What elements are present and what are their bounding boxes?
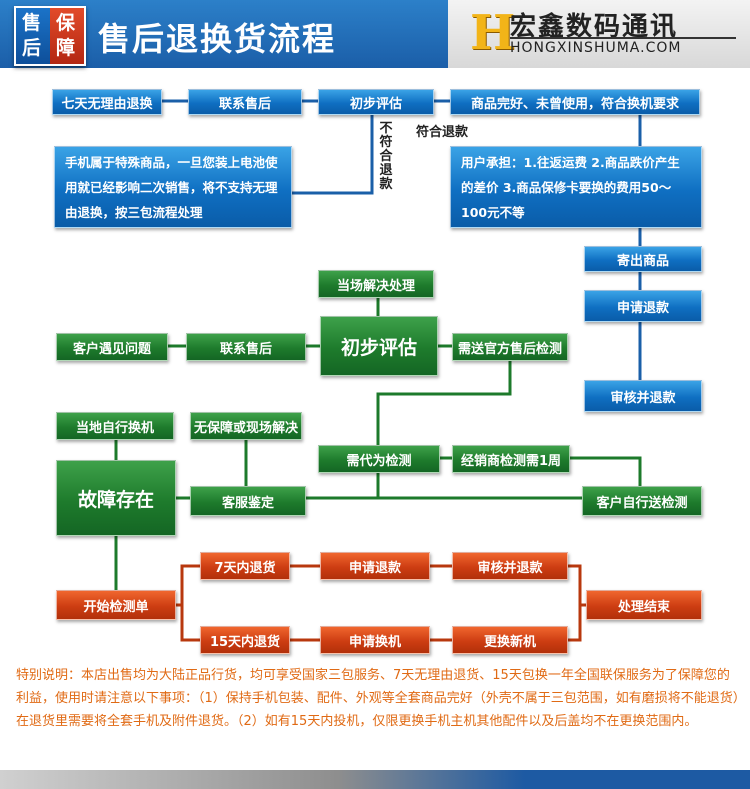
dealer-check-step: 经销商检测需1周 xyxy=(452,445,570,473)
need-proxy-check-step: 需代为检测 xyxy=(318,445,440,473)
customer-problem-step: 客户遇见问题 xyxy=(56,333,168,361)
apply-refund-step: 申请退款 xyxy=(584,290,702,322)
logo-english-name: HONGXINSHUMA.COM xyxy=(510,40,682,56)
send-goods-step: 寄出商品 xyxy=(584,246,702,272)
badge-char: 售 xyxy=(22,12,42,34)
special-product-note: 手机属于特殊商品，一旦您装上电池使用就已经影响二次销售，将不支持无理由退换，按三… xyxy=(54,146,292,228)
finish-step: 处理结束 xyxy=(586,590,702,620)
bottom-review-refund-step: 审核并退款 xyxy=(452,552,568,580)
user-costs-note: 用户承担：1.往返运费 2.商品跌价产生的差价 3.商品保修卡要换的费用50～1… xyxy=(450,146,702,228)
initial-eval-step: 初步评估 xyxy=(318,89,434,115)
store-logo: H 宏鑫数码通讯 HONGXINSHUMA.COM xyxy=(448,0,750,68)
start-check-step: 开始检测单 xyxy=(56,590,176,620)
logo-divider xyxy=(510,37,736,39)
mid-contact-support-step: 联系售后 xyxy=(186,333,306,361)
seven-day-return-step: 七天无理由退换 xyxy=(52,89,162,115)
review-refund-step: 审核并退款 xyxy=(584,380,702,412)
local-exchange-step: 当地自行换机 xyxy=(56,412,174,440)
contact-support-step: 联系售后 xyxy=(188,89,302,115)
badge-char: 障 xyxy=(56,37,76,59)
service-badge: 售 保 后 障 xyxy=(14,6,86,66)
bottom-apply-refund-step: 申请退款 xyxy=(320,552,430,580)
logo-mark: H xyxy=(470,5,516,61)
official-check-step: 需送官方售后检测 xyxy=(452,333,568,361)
special-note-text: 特别说明：本店出售均为大陆正品行货，均可享受国家三包服务、7天无理由退货、15天… xyxy=(16,668,740,729)
mid-initial-eval-step: 初步评估 xyxy=(320,316,438,376)
apply-exchange-step: 申请换机 xyxy=(320,626,430,654)
badge-char: 后 xyxy=(22,37,42,59)
badge-char: 保 xyxy=(56,12,76,34)
page-title: 售后退换货流程 xyxy=(98,20,337,58)
page-header: 售 保 后 障 售后退换货流程 H 宏鑫数码通讯 HONGXINSHUMA.CO… xyxy=(0,0,750,68)
not-qualified-label: 不符合退款 xyxy=(379,121,393,192)
return-15-days-step: 15天内退货 xyxy=(200,626,290,654)
no-warranty-step: 无保障或现场解决 xyxy=(190,412,302,440)
on-site-resolve-step: 当场解决处理 xyxy=(318,270,434,298)
service-check-step: 客服鉴定 xyxy=(190,486,306,516)
customer-send-check-step: 客户自行送检测 xyxy=(582,486,702,516)
condition-step: 商品完好、未曾使用，符合换机要求 xyxy=(450,89,700,115)
footer-bar xyxy=(0,770,750,789)
badge-red-panel xyxy=(50,8,84,64)
qualified-label: 符合退款 xyxy=(416,125,469,140)
new-phone-step: 更换新机 xyxy=(452,626,568,654)
fault-exists-step: 故障存在 xyxy=(56,460,176,536)
return-7-days-step: 7天内退货 xyxy=(200,552,290,580)
